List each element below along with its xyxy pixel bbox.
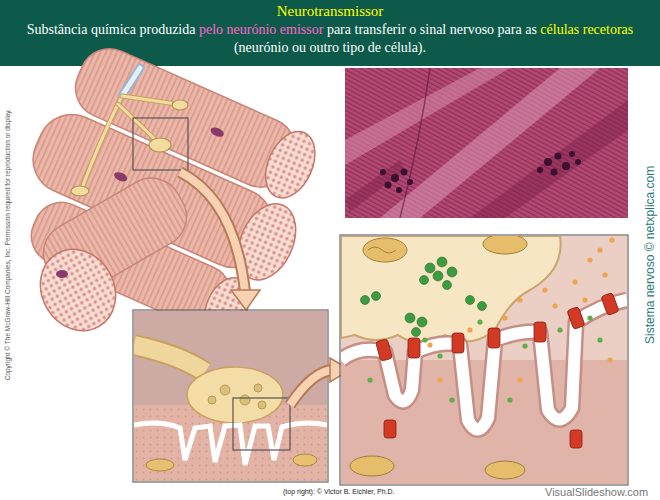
- zoom-box: [133, 118, 188, 170]
- muscle-fibres: [0, 35, 337, 350]
- slide-title: Neurotransmissor: [0, 2, 660, 20]
- watermark: VisualSlideshow.com: [545, 486, 648, 499]
- motor-nerve: [71, 68, 188, 196]
- image-credit: (top right): © Victor B. Eichler, Ph.D.: [283, 488, 395, 496]
- micrograph: [345, 68, 628, 218]
- synapse-detail: [340, 234, 628, 490]
- definition-text: Substância química produzida pelo neurón…: [8, 21, 652, 57]
- copyright-note: Copyright © The McGraw-Hill Companies, I…: [4, 109, 11, 380]
- site-credit: Sistema nervoso © netxplica.com: [644, 166, 658, 344]
- zoom-arrow: [180, 172, 260, 310]
